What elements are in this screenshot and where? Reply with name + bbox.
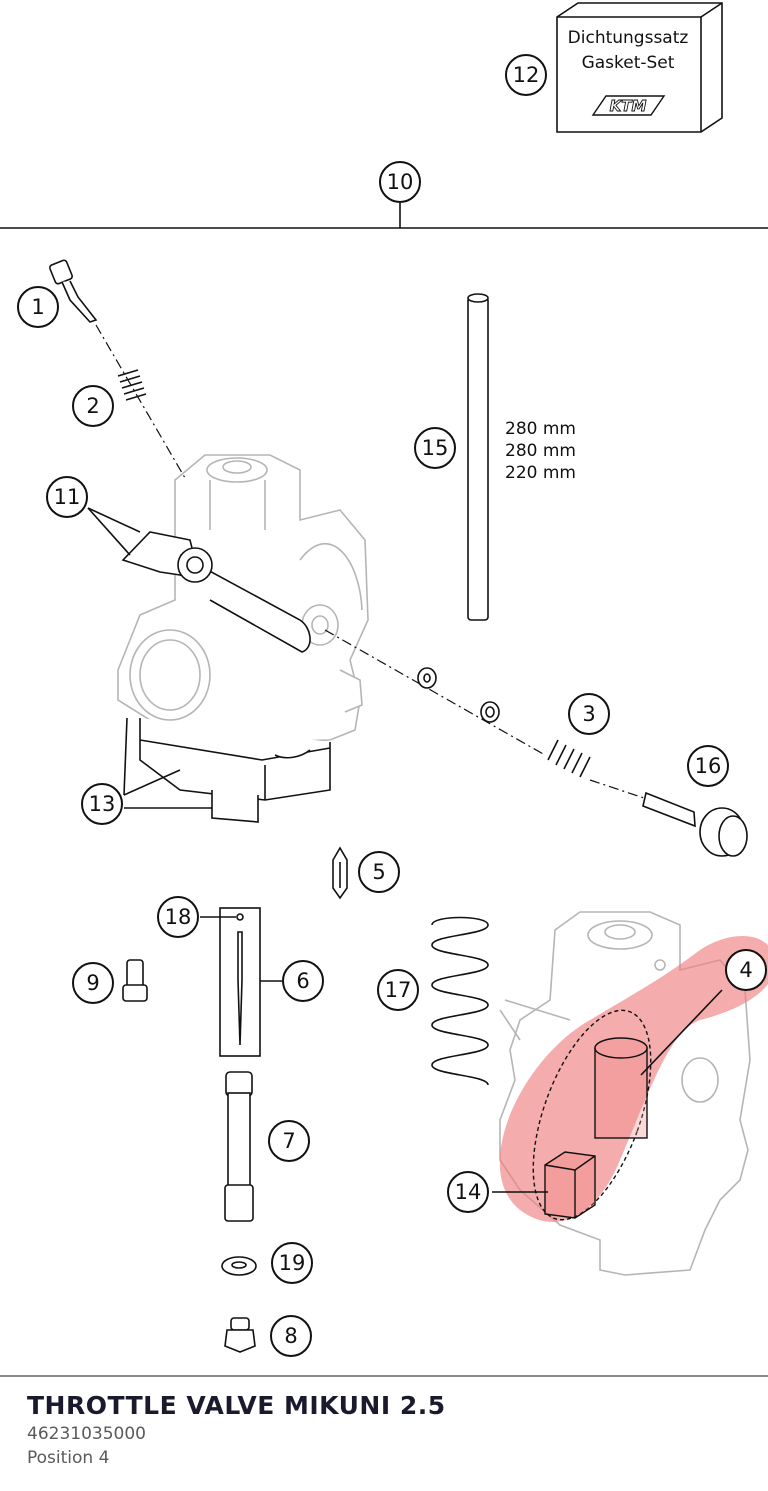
callout-7: 7: [268, 1120, 310, 1162]
callout-3: 3: [568, 693, 610, 735]
part-number: 46231035000: [27, 1424, 146, 1444]
screw-part-1: [49, 259, 186, 479]
gasket-kit-box: Dichtungssatz Gasket-Set KTM: [556, 2, 723, 133]
svg-text:18: 18: [165, 905, 192, 929]
throttle-lever: [121, 531, 311, 653]
carburetor-body: [117, 454, 369, 823]
callout-16: 16: [687, 745, 729, 787]
tube-part-15: 280 mm 280 mm 220 mm: [467, 293, 576, 621]
callout-18: 18: [157, 896, 199, 938]
callout-12: 12: [505, 54, 547, 96]
callout-15: 15: [414, 427, 456, 469]
svg-text:6: 6: [296, 969, 309, 993]
callout-13: 13: [81, 783, 123, 825]
callout-10: 10: [379, 161, 421, 203]
washer-part-19: [221, 1256, 257, 1276]
needle-jet-part-7: [224, 1071, 254, 1222]
exploded-parts-diagram: Dichtungssatz Gasket-Set KTM: [0, 2, 768, 1357]
gasket-kit-label-en: Gasket-Set: [582, 53, 675, 73]
callout-4: 4: [725, 949, 767, 991]
svg-text:11: 11: [54, 485, 81, 509]
callout-1: 1: [17, 286, 59, 328]
svg-text:10: 10: [387, 170, 414, 194]
tube-length-3: 220 mm: [505, 463, 576, 483]
callout-17: 17: [377, 969, 419, 1011]
svg-text:12: 12: [513, 63, 540, 87]
gasket-kit-label-de: Dichtungssatz: [568, 28, 689, 48]
svg-text:1: 1: [31, 295, 44, 319]
svg-text:4: 4: [739, 958, 752, 982]
svg-text:14: 14: [455, 1180, 482, 1204]
callout-9: 9: [72, 962, 114, 1004]
svg-text:15: 15: [422, 436, 449, 460]
ktm-logo: KTM: [591, 95, 666, 116]
part-info-footer: THROTTLE VALVE MIKUNI 2.5 46231035000 Po…: [27, 1390, 747, 1470]
svg-text:7: 7: [282, 1129, 295, 1153]
pilot-jet-part-8: [224, 1317, 256, 1353]
footer-divider: [0, 1375, 768, 1377]
part-title: THROTTLE VALVE MIKUNI 2.5: [27, 1391, 446, 1420]
callout-6: 6: [282, 960, 324, 1002]
callout-14: 14: [447, 1171, 489, 1213]
svg-text:3: 3: [582, 702, 595, 726]
spring-part-2: [117, 369, 147, 401]
svg-text:KTM: KTM: [610, 97, 647, 115]
tube-length-2: 280 mm: [505, 441, 576, 461]
svg-text:13: 13: [89, 792, 116, 816]
svg-text:17: 17: [385, 978, 412, 1002]
highlight-band: [499, 936, 768, 1222]
float-valve-part-5: [332, 846, 348, 900]
svg-text:5: 5: [372, 860, 385, 884]
svg-text:19: 19: [279, 1251, 306, 1275]
spring-part-17: [431, 916, 489, 1086]
leader-lines: [87, 507, 723, 1193]
callout-5: 5: [358, 851, 400, 893]
tube-length-1: 280 mm: [505, 419, 576, 439]
callout-19: 19: [271, 1242, 313, 1284]
position-label: Position 4: [27, 1448, 110, 1468]
block-part-14: [544, 1151, 596, 1219]
callout-8: 8: [270, 1315, 312, 1357]
svg-text:9: 9: [86, 971, 99, 995]
throttle-valve-part-4: [532, 1009, 652, 1221]
jet-needle-part-6: [219, 907, 261, 1057]
idle-adjust-assembly: [324, 629, 748, 857]
svg-text:16: 16: [695, 754, 722, 778]
svg-text:8: 8: [284, 1324, 297, 1348]
callout-11: 11: [46, 476, 88, 518]
svg-text:2: 2: [86, 394, 99, 418]
main-jet-part-9: [122, 959, 148, 1002]
callout-2: 2: [72, 385, 114, 427]
